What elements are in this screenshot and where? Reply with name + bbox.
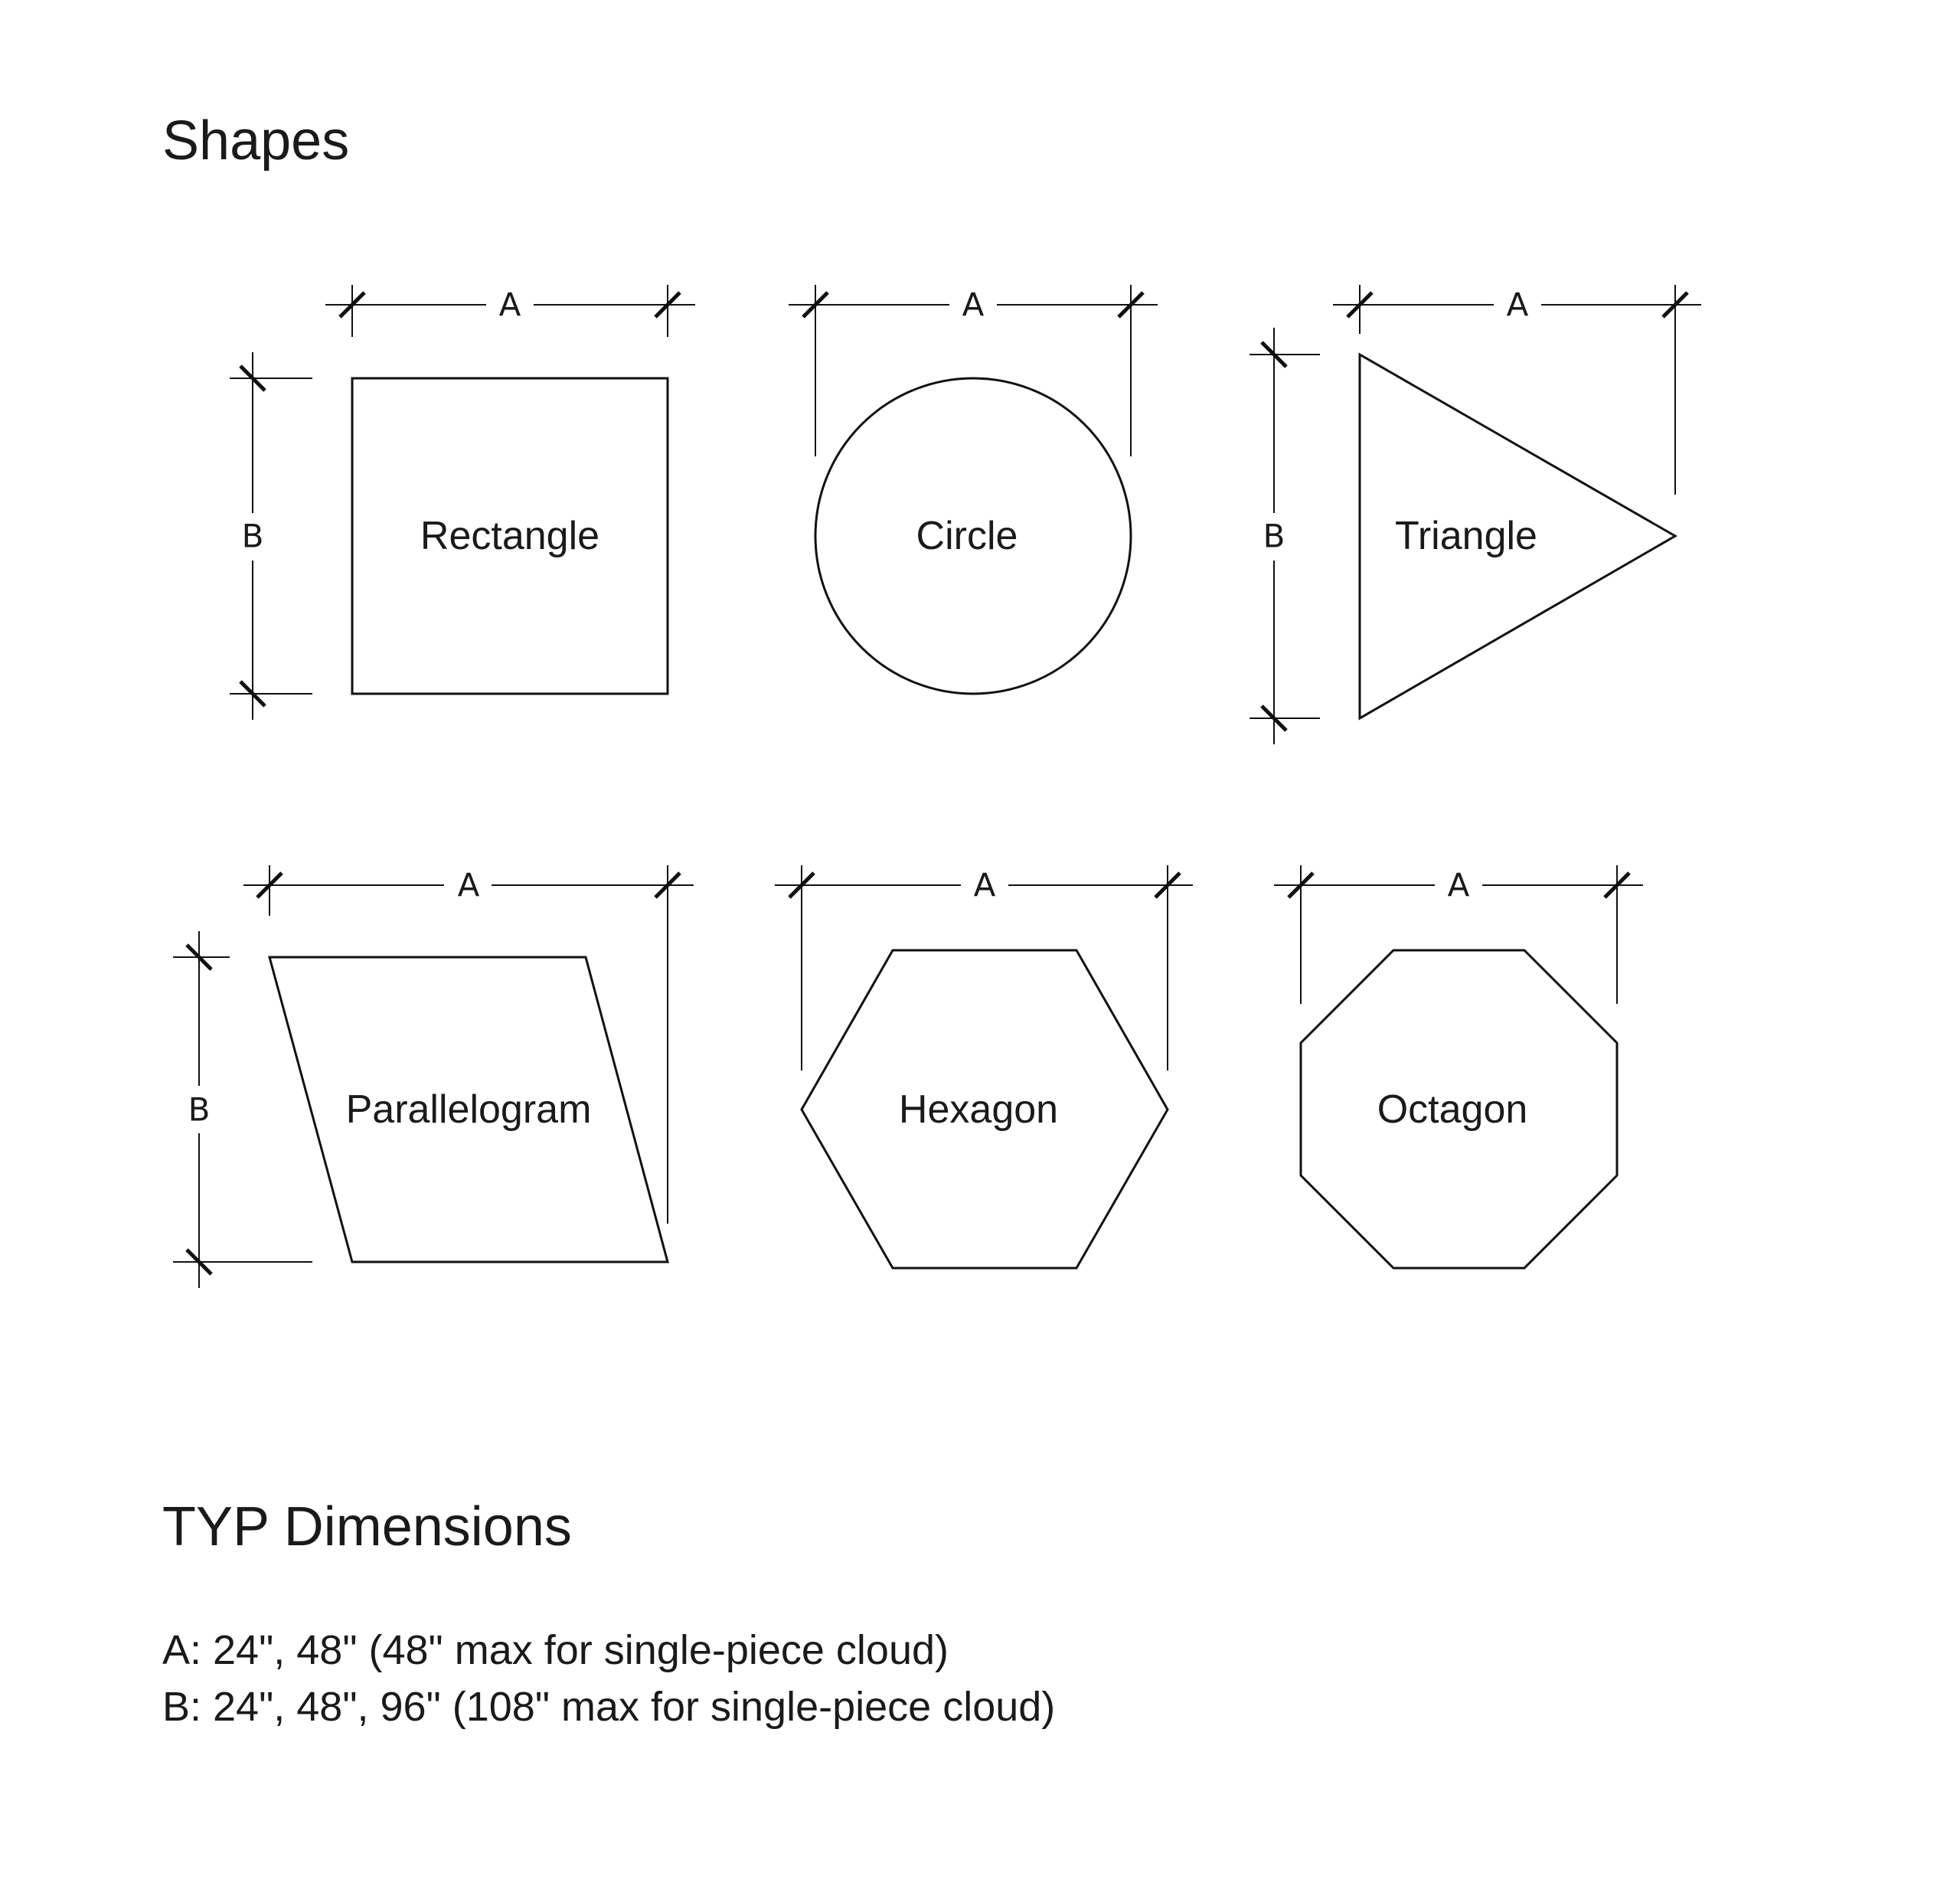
- triangle-figure: Triangle A B: [1250, 285, 1701, 744]
- parallelogram-dim-a-label: A: [458, 867, 480, 904]
- circle-figure: Circle A: [789, 285, 1158, 695]
- rectangle-dim-a-label: A: [499, 286, 521, 324]
- page-title: Shapes: [162, 110, 350, 172]
- hexagon-dimension-a: A: [775, 865, 1193, 1070]
- rectangle-shape: [351, 377, 669, 695]
- parallelogram-dimension-a: A: [243, 865, 694, 1224]
- parallelogram-figure: Parallelogram A B: [173, 865, 694, 1288]
- rectangle-label: Rectangle: [420, 514, 599, 558]
- hexagon-shape: [800, 949, 1169, 1270]
- triangle-dimension-a: A: [1333, 285, 1701, 495]
- typ-dimension-a-text: A: 24", 48" (48" max for single-piece cl…: [162, 1627, 949, 1673]
- triangle-dimension-b: B: [1250, 328, 1320, 744]
- triangle-shape: [1358, 352, 1678, 721]
- typ-dimensions-title: TYP Dimensions: [162, 1496, 572, 1558]
- circle-dim-a-label: A: [962, 286, 985, 324]
- triangle-dim-b-label: B: [1263, 518, 1285, 555]
- circle-shape: [814, 377, 1132, 695]
- octagon-shape: [1299, 949, 1619, 1270]
- octagon-label: Octagon: [1377, 1087, 1528, 1132]
- triangle-dim-a-label: A: [1507, 286, 1529, 324]
- rectangle-figure: Rectangle A B: [230, 285, 695, 720]
- hexagon-figure: Hexagon A: [775, 865, 1193, 1270]
- circle-label: Circle: [916, 514, 1018, 558]
- octagon-dimension-a: A: [1274, 865, 1643, 1004]
- octagon-dim-a-label: A: [1448, 867, 1470, 904]
- parallelogram-dimension-b: B: [173, 931, 312, 1288]
- parallelogram-label: Parallelogram: [346, 1087, 592, 1132]
- typ-dimension-b-text: B: 24", 48", 96" (108" max for single-pi…: [162, 1684, 1056, 1730]
- rectangle-dimension-a: A: [325, 285, 695, 337]
- rectangle-dim-b-label: B: [242, 518, 264, 555]
- rectangle-dimension-b: B: [230, 352, 312, 720]
- triangle-label: Triangle: [1395, 514, 1537, 558]
- hexagon-label: Hexagon: [899, 1087, 1058, 1132]
- octagon-figure: Octagon A: [1274, 865, 1643, 1270]
- parallelogram-shape: [268, 956, 669, 1263]
- parallelogram-dim-b-label: B: [188, 1091, 211, 1129]
- hexagon-dim-a-label: A: [974, 867, 996, 904]
- circle-dimension-a: A: [789, 285, 1158, 456]
